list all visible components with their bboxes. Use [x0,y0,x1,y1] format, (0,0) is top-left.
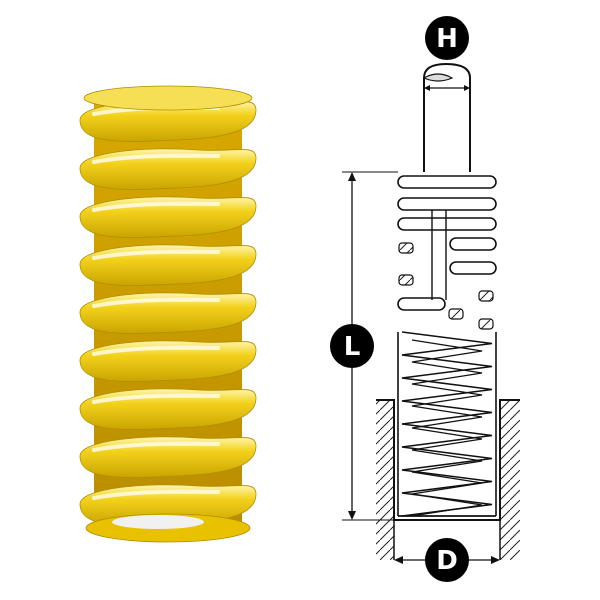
housing-wall-right [500,400,520,560]
badge-l: L [330,324,374,368]
coil-section [449,237,497,251]
wire-dot [398,242,414,254]
coil-section [397,197,497,211]
wire-dot [478,318,494,330]
spring-section-coils [397,175,497,517]
technical-drawing: H L D [330,16,520,582]
spring-coil-highlight [92,441,220,452]
spring-coil-highlight [92,297,220,308]
badge-l-label: L [344,332,361,362]
coil-section [449,261,497,275]
wire-cross-sections [398,242,494,330]
spring-top-ring [83,85,253,111]
wire-dot [448,308,464,320]
wire-dot [478,290,494,302]
coil-section [397,175,497,189]
coil-zigzag-inner [411,339,483,517]
badge-h: H [425,16,469,60]
bore-outline [376,399,520,521]
yellow-spring-illustration [79,85,257,543]
housing-wall-left [376,400,394,560]
coil-zigzag-outer [401,331,493,517]
wire-dot [398,274,414,286]
badge-d-label: D [436,546,458,576]
spring-coil-highlight [92,393,220,404]
rod-body [423,62,471,172]
spring-bottom-opening [112,515,204,529]
spring-coil-highlight [92,345,220,356]
guide-rod [422,62,471,172]
coil-section [397,297,446,311]
badge-h-label: H [436,24,458,54]
spring-coil-highlight [92,201,220,212]
coil-section [397,217,497,231]
spring-coil-highlight [92,153,220,164]
badge-d: D [425,538,469,582]
rod-end-face [422,73,454,82]
spring-coil-highlight [92,489,220,500]
spring-coil-highlight [92,249,220,260]
